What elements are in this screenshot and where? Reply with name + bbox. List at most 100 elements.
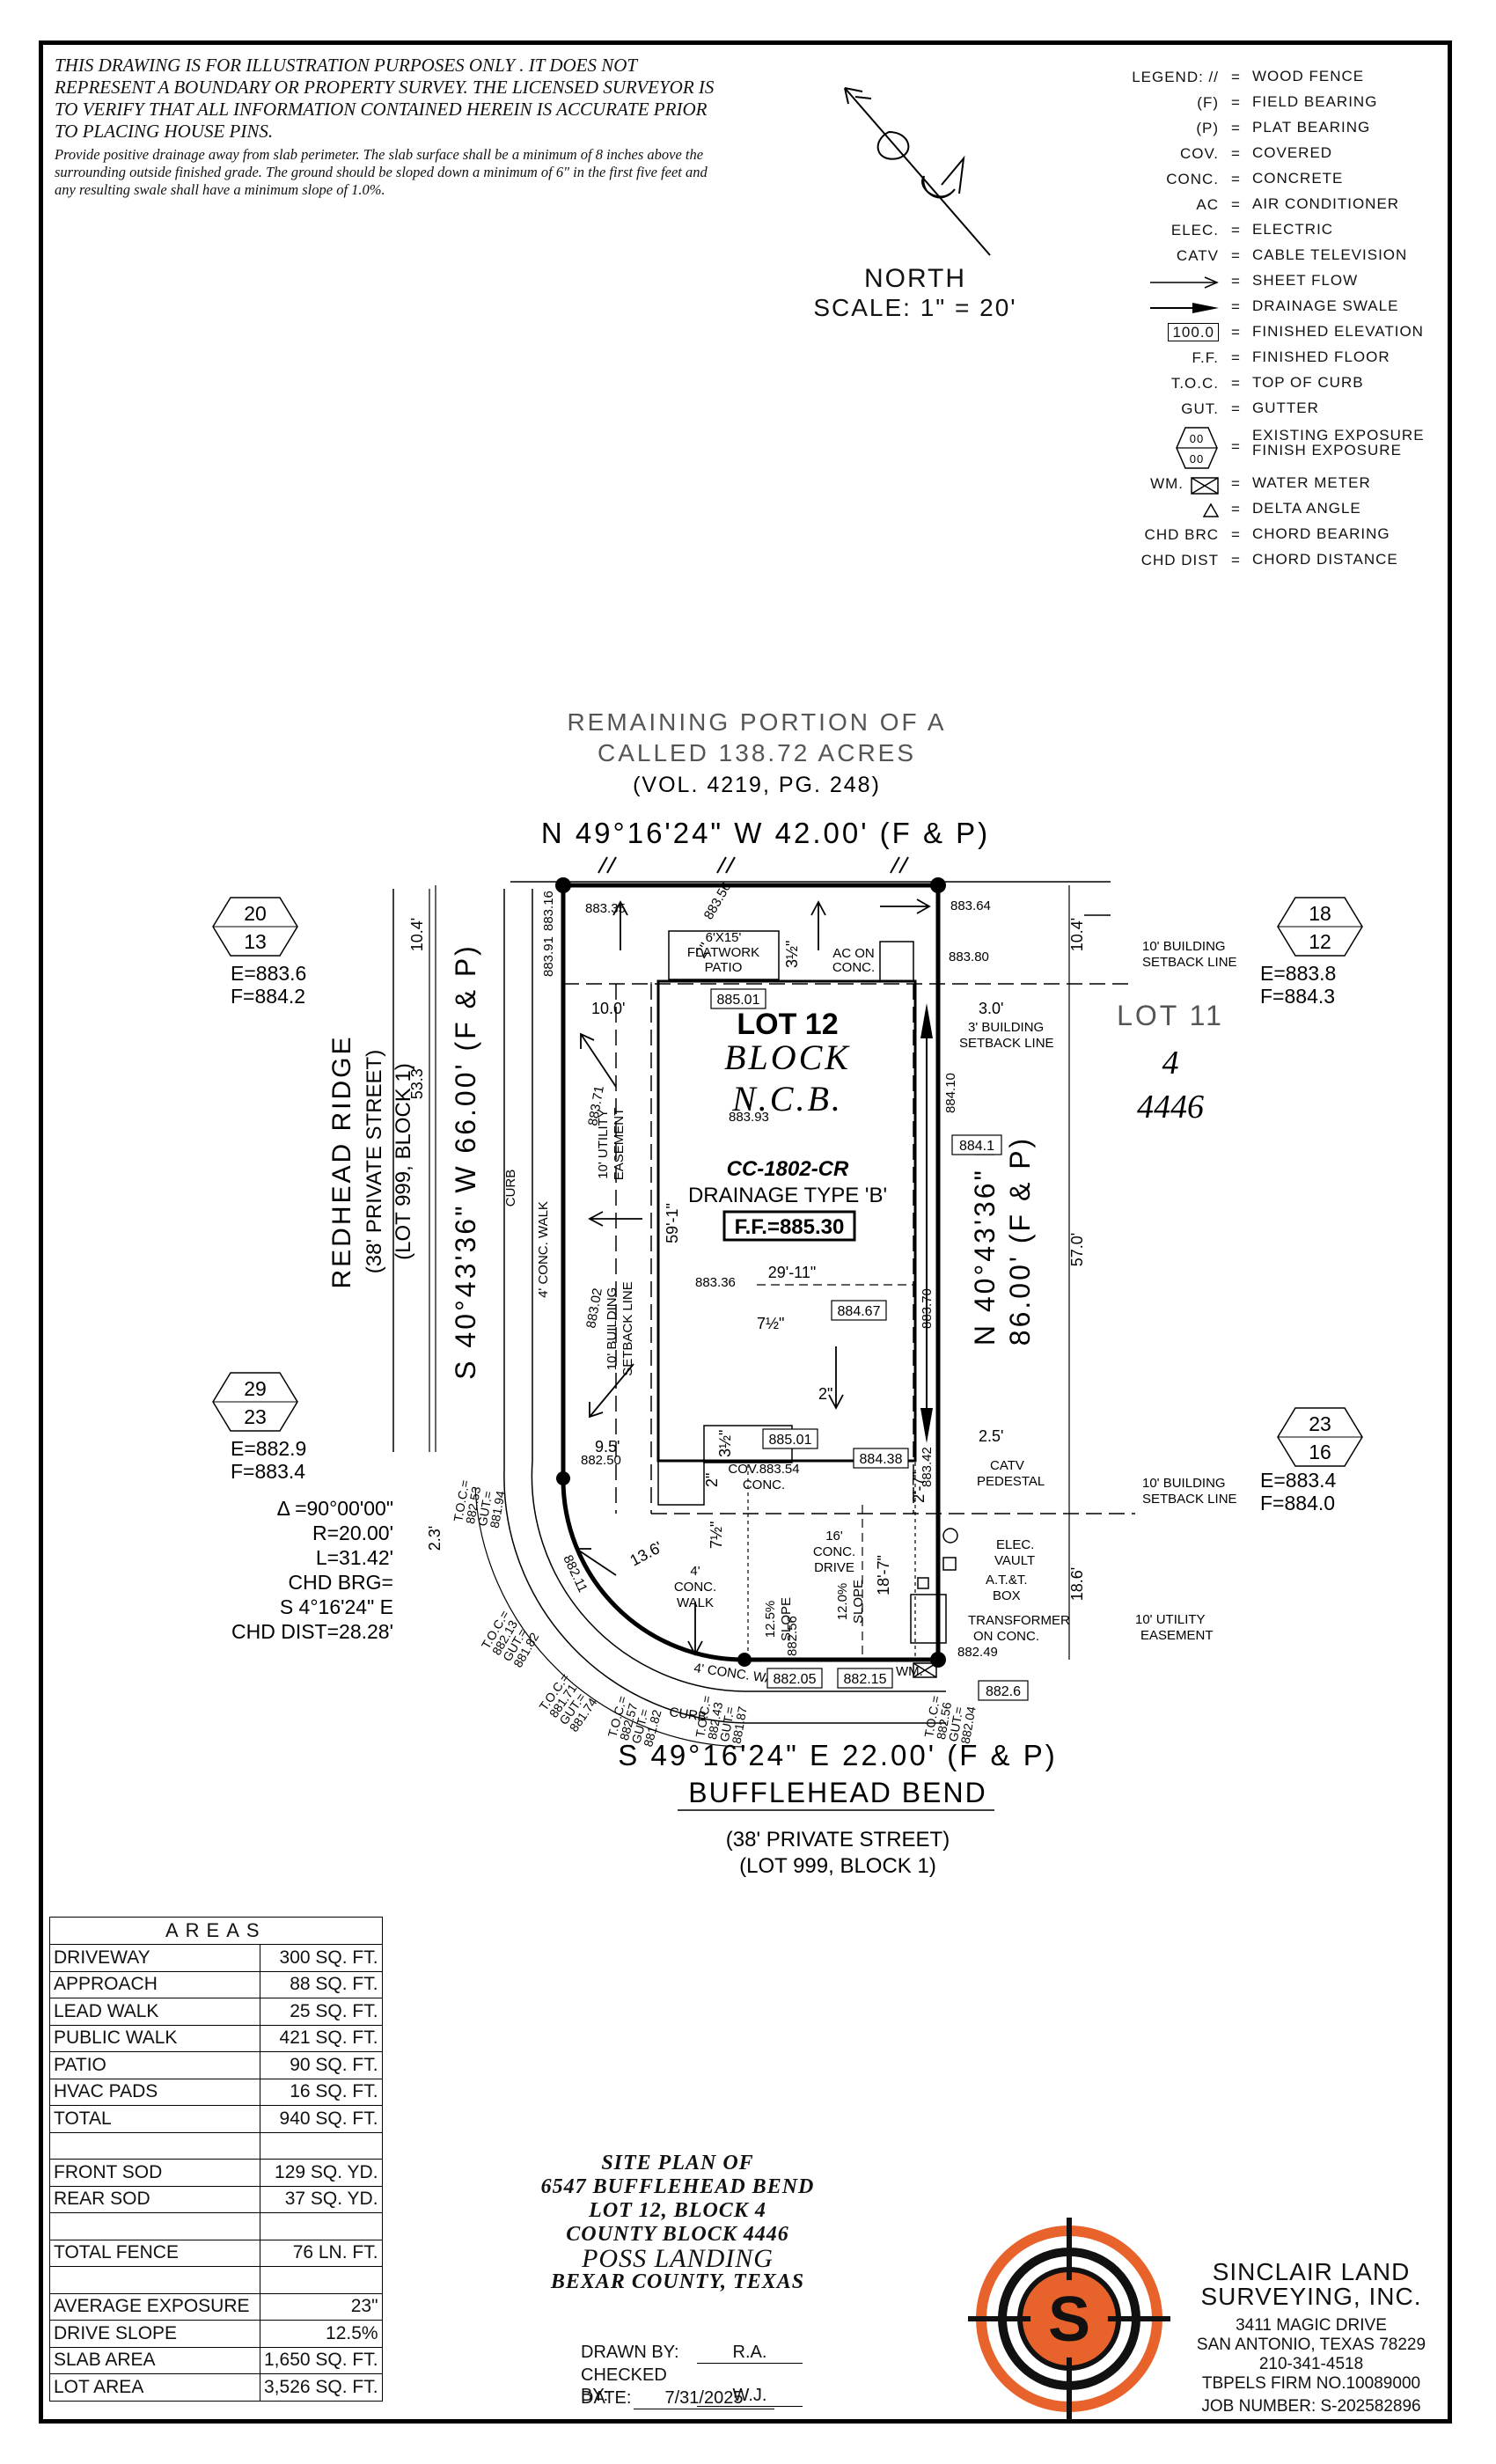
svg-text:CHD DIST=28.28': CHD DIST=28.28'	[231, 1620, 393, 1643]
svg-text:Δ =90°00'00": Δ =90°00'00"	[277, 1497, 393, 1520]
fence-marks	[598, 856, 909, 874]
svg-text:2": 2"	[818, 1385, 832, 1403]
drainage-swale-icon	[1150, 303, 1219, 313]
sheet-flow-icon	[1150, 276, 1219, 289]
svg-text:16': 16'	[825, 1529, 843, 1544]
legend-row: LEGEND: //=WOOD FENCE	[1132, 68, 1365, 85]
svg-text:FLATWORK: FLATWORK	[687, 945, 759, 960]
svg-text:882.49: 882.49	[957, 1645, 998, 1660]
svg-text:882.43: 882.43	[705, 1701, 725, 1741]
svg-text:SETBACK LINE: SETBACK LINE	[959, 1036, 1054, 1051]
svg-text:E=882.9: E=882.9	[231, 1437, 306, 1460]
patio-pad	[668, 930, 780, 980]
svg-text:883.36: 883.36	[695, 1275, 736, 1290]
legend-row: =DELTA ANGLE	[1096, 501, 1439, 526]
drainage-type: DRAINAGE TYPE 'B'	[688, 1184, 887, 1207]
att-box-icon	[917, 1577, 929, 1589]
svg-text:EASEMENT: EASEMENT	[1140, 1628, 1214, 1643]
svg-text:TRANSFORMER: TRANSFORMER	[968, 1613, 1070, 1628]
svg-text:SETBACK LINE: SETBACK LINE	[620, 1281, 635, 1376]
svg-text:VAULT: VAULT	[994, 1553, 1035, 1568]
svg-text:CATV: CATV	[990, 1458, 1024, 1473]
north-arrow-icon	[844, 87, 991, 256]
svg-text:16: 16	[1309, 1441, 1331, 1463]
svg-text:4' CONC. WALK: 4' CONC. WALK	[536, 1201, 551, 1298]
legend-row: F.F.=FINISHED FLOOR	[1192, 348, 1390, 366]
svg-text:12: 12	[1309, 930, 1331, 953]
svg-text:SLOPE: SLOPE	[851, 1580, 866, 1624]
svg-text:882.15: 882.15	[844, 1672, 887, 1687]
svg-text:29'-11": 29'-11"	[768, 1264, 817, 1281]
svg-text:BOX: BOX	[993, 1588, 1021, 1603]
east-line-distance: 86.00' (F & P)	[1004, 1136, 1036, 1346]
svg-text:EASEMENT: EASEMENT	[612, 1108, 627, 1181]
disclaimer-caps: THIS DRAWING IS FOR ILLUSTRATION PURPOSE…	[55, 55, 715, 142]
logo-letter: S	[1048, 2284, 1090, 2355]
svg-text:3½": 3½"	[783, 941, 801, 968]
block-word: BLOCK	[724, 1038, 851, 1077]
svg-text:18.6': 18.6'	[1068, 1567, 1086, 1601]
svg-text:10.4': 10.4'	[408, 918, 426, 951]
svg-text:CONC.: CONC.	[813, 1544, 855, 1559]
table-row	[49, 2266, 383, 2294]
lot11-block: 4	[1162, 1045, 1179, 1082]
svg-text:CHD BRG=: CHD BRG=	[289, 1571, 394, 1594]
drainage-note: Provide positive drainage away from slab…	[55, 146, 708, 198]
svg-text:GUT.=: GUT.=	[475, 1490, 495, 1527]
legend-row: CONC.=CONCRETE	[1166, 170, 1344, 187]
svg-text:12.5%: 12.5%	[763, 1601, 778, 1639]
svg-text:883.70: 883.70	[920, 1288, 935, 1329]
svg-text:F=884.2: F=884.2	[231, 985, 305, 1008]
svg-text:COV.883.54: COV.883.54	[728, 1462, 799, 1477]
svg-text:3' BUILDING: 3' BUILDING	[968, 1020, 1044, 1035]
svg-text:SETBACK LINE: SETBACK LINE	[1142, 1492, 1237, 1507]
elec-vault-icon	[942, 1557, 957, 1571]
svg-text:882.6: 882.6	[986, 1684, 1021, 1699]
street-south-sub1: (38' PRIVATE STREET)	[726, 1828, 950, 1852]
water-meter-icon	[913, 1662, 937, 1678]
svg-text:59'-1": 59'-1"	[664, 1203, 681, 1243]
lot11-label: LOT 11	[1117, 1000, 1224, 1031]
svg-text:CONC.: CONC.	[743, 1478, 785, 1492]
legend-row: CHD BRC=CHORD BEARING	[1144, 525, 1390, 543]
company-block: SINCLAIR LAND SURVEYING, INC. 3411 MAGIC…	[1196, 2258, 1426, 2416]
svg-text:881.94: 881.94	[488, 1490, 508, 1529]
svg-text:F=883.4: F=883.4	[231, 1460, 305, 1483]
svg-text:882.56: 882.56	[934, 1701, 954, 1741]
svg-text:882.50: 882.50	[581, 1453, 621, 1468]
legend-row: GUT.=GUTTER	[1181, 400, 1319, 417]
exposure-hex-23-16: 23 16 E=883.4 F=884.0	[1260, 1407, 1363, 1514]
legend-row: CATV=CABLE TELEVISION	[1176, 246, 1408, 264]
svg-text:PATIO: PATIO	[705, 960, 743, 975]
street-south-sub2: (LOT 999, BLOCK 1)	[739, 1854, 936, 1878]
svg-text:L=31.42': L=31.42'	[316, 1546, 393, 1569]
svg-text:GUT.=: GUT.=	[946, 1705, 966, 1742]
svg-text:SLOPE: SLOPE	[779, 1597, 794, 1641]
plan-number: CC-1802-CR	[727, 1157, 849, 1181]
svg-text:10' UTILITY: 10' UTILITY	[596, 1109, 611, 1179]
street-west-name: REDHEAD RIDGE	[327, 1034, 356, 1288]
dimension-lines	[435, 885, 1070, 1660]
ncb-word: N.C.B.	[731, 1079, 843, 1118]
water-meter-icon	[1191, 477, 1219, 495]
svg-text:R=20.00': R=20.00'	[312, 1522, 393, 1544]
svg-text:881.87: 881.87	[730, 1705, 750, 1745]
title-block: SITE PLAN OF 6547 BUFFLEHEAD BEND LOT 12…	[540, 2152, 815, 2293]
svg-text:9.5': 9.5'	[595, 1438, 620, 1456]
svg-text:882.53: 882.53	[463, 1485, 483, 1525]
curve-data: Δ =90°00'00" R=20.00' L=31.42' CHD BRG= …	[231, 1497, 393, 1643]
svg-text:E=883.6: E=883.6	[231, 962, 306, 985]
svg-text:WM.: WM.	[896, 1664, 923, 1679]
delta-icon	[1203, 502, 1219, 517]
svg-text:885.01: 885.01	[769, 1433, 812, 1448]
svg-text:CURB: CURB	[503, 1170, 518, 1207]
svg-text:00: 00	[1190, 452, 1204, 466]
svg-text:18: 18	[1309, 902, 1331, 925]
